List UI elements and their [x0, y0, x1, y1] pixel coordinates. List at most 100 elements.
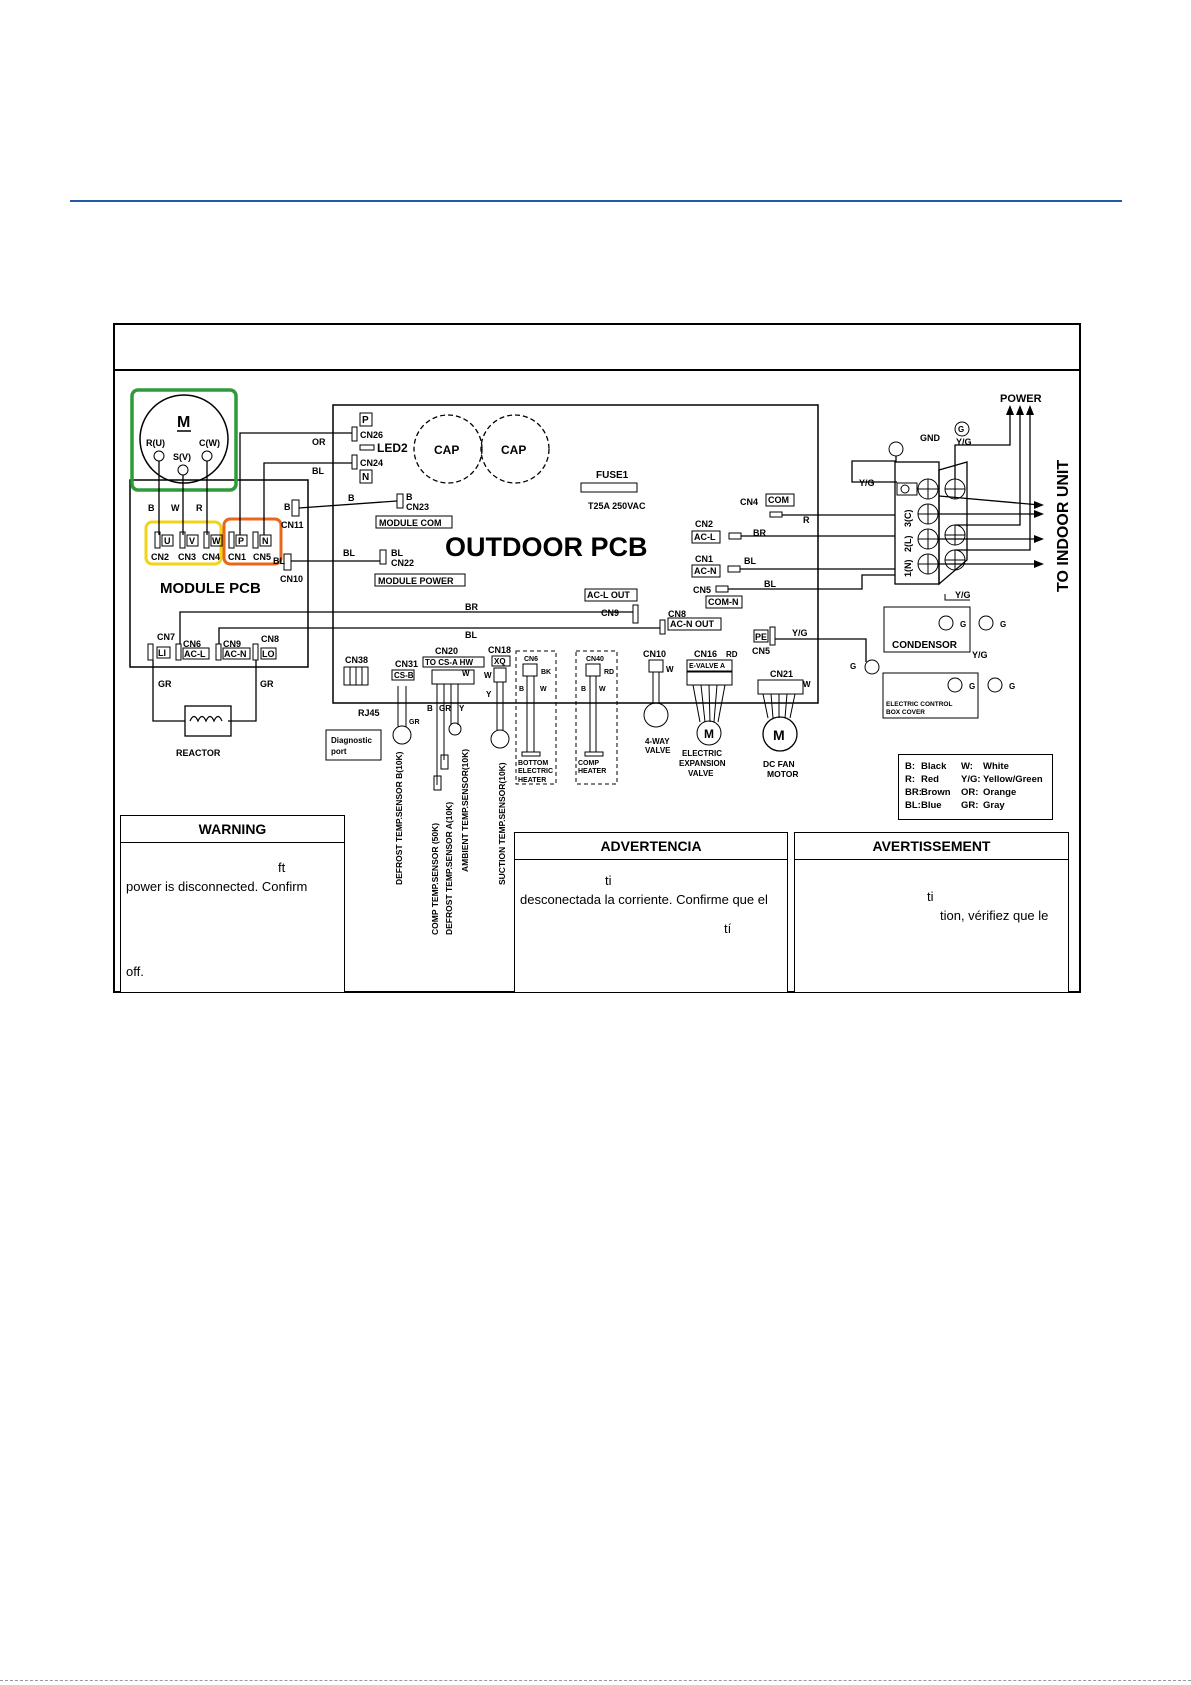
svg-text:W: W: [462, 669, 470, 678]
svg-text:Y: Y: [486, 690, 492, 699]
reactor: [184, 705, 232, 737]
warning-en-line2: power is disconnected. Confirm: [126, 879, 308, 894]
svg-text:G: G: [969, 682, 975, 691]
svg-text:B: B: [406, 492, 413, 502]
svg-text:2(L): 2(L): [903, 536, 913, 553]
power-label: POWER: [1000, 393, 1042, 405]
svg-text:Y/G: Y/G: [859, 478, 875, 488]
svg-text:BL: BL: [744, 556, 756, 566]
svg-text:BL: BL: [343, 548, 355, 558]
svg-text:3(C): 3(C): [903, 509, 913, 527]
ac-n-label: AC-N: [694, 566, 717, 576]
warning-fr-line1: ti: [927, 889, 934, 904]
svg-text:GR: GR: [158, 679, 172, 689]
cap-1-label: CAP: [434, 443, 459, 457]
svg-text:CN5: CN5: [752, 646, 770, 656]
svg-text:W: W: [212, 536, 221, 546]
svg-text:Y/G: Y/G: [956, 437, 972, 447]
svg-text:B: B: [519, 686, 524, 693]
svg-text:HEATER: HEATER: [578, 768, 606, 775]
svg-text:Y/G: Y/G: [792, 628, 808, 638]
svg-text:EXPANSION: EXPANSION: [679, 759, 726, 768]
svg-text:U: U: [164, 536, 171, 546]
svg-text:BL: BL: [764, 579, 776, 589]
ac-l-out-label: AC-L OUT: [587, 590, 630, 600]
cn26-label: CN26: [360, 430, 383, 440]
svg-text:BK: BK: [541, 669, 551, 676]
svg-text:Y: Y: [459, 704, 465, 713]
svg-text:CN5: CN5: [253, 552, 271, 562]
svg-text:CN6: CN6: [524, 656, 538, 663]
warning-fr-line2: tion, vérifiez que le: [940, 908, 1049, 923]
warning-es-title: ADVERTENCIA: [515, 833, 787, 860]
p-label: P: [362, 415, 369, 426]
to-indoor-unit-label: TO INDOOR UNIT: [1055, 460, 1072, 592]
svg-text:N: N: [262, 536, 269, 546]
warning-fr: AVERTISSEMENT ti tion, vérifiez que le: [794, 832, 1069, 993]
svg-text:PE: PE: [755, 632, 767, 642]
highlight-orange: [222, 517, 283, 566]
svg-text:ELECTRIC: ELECTRIC: [682, 749, 722, 758]
svg-text:CN16: CN16: [694, 649, 717, 659]
svg-text:W: W: [666, 665, 674, 674]
svg-text:CN40: CN40: [586, 656, 604, 663]
svg-text:M: M: [773, 727, 785, 743]
svg-text:BL: BL: [465, 630, 477, 640]
svg-text:B: B: [148, 503, 155, 513]
color-legend: B:Black W:White R:Red Y/G:Yellow/Green B…: [898, 754, 1053, 820]
svg-text:4-WAY: 4-WAY: [645, 737, 670, 746]
svg-text:Diagnostic: Diagnostic: [331, 736, 372, 745]
svg-text:CN38: CN38: [345, 655, 368, 665]
header-rule: [70, 200, 1122, 202]
svg-text:CN18: CN18: [488, 645, 511, 655]
warning-en-title: WARNING: [121, 816, 344, 843]
svg-text:W: W: [171, 503, 180, 513]
svg-text:RD: RD: [604, 669, 614, 676]
svg-text:B: B: [348, 493, 355, 503]
svg-text:G: G: [1009, 682, 1015, 691]
svg-text:G: G: [850, 662, 856, 671]
svg-text:AMBIENT TEMP.SENSOR(10K): AMBIENT TEMP.SENSOR(10K): [460, 749, 470, 872]
svg-text:BL: BL: [312, 466, 324, 476]
svg-text:ELECTRIC: ELECTRIC: [518, 768, 553, 775]
svg-text:LI: LI: [158, 648, 166, 658]
module-com-label: MODULE COM: [379, 518, 442, 528]
cn10-label: CN10: [280, 574, 303, 584]
warning-fr-title: AVERTISSEMENT: [795, 833, 1068, 860]
svg-text:1(N): 1(N): [903, 559, 913, 577]
led2-label: LED2: [377, 441, 408, 455]
ebox-cover: [882, 672, 979, 719]
page-bottom-edge: [0, 1680, 1191, 1681]
svg-text:V: V: [189, 536, 195, 546]
module-pcb-outline: [129, 479, 309, 668]
svg-text:CN21: CN21: [770, 669, 793, 679]
cn2-label: CN2: [695, 519, 713, 529]
cap-2-label: CAP: [501, 443, 526, 457]
svg-text:W: W: [540, 686, 547, 693]
warning-es-line1: ti: [605, 873, 612, 888]
condensor-label: CONDENSOR: [892, 640, 958, 651]
condensor-box: [883, 606, 971, 653]
svg-text:VALVE: VALVE: [645, 746, 671, 755]
svg-text:SUCTION TEMP.SENSOR(10K): SUCTION TEMP.SENSOR(10K): [497, 762, 507, 885]
ac-n-out-label: AC-N OUT: [670, 619, 714, 629]
warning-en: WARNING ft power is disconnected. Confir…: [120, 815, 345, 993]
svg-text:CN8: CN8: [261, 634, 279, 644]
svg-text:COMP TEMP.SENSOR (50K): COMP TEMP.SENSOR (50K): [430, 823, 440, 935]
svg-text:BOX COVER: BOX COVER: [886, 709, 925, 716]
module-power-label: MODULE POWER: [378, 576, 454, 586]
outdoor-pcb-label: OUTDOOR PCB: [445, 532, 648, 562]
svg-text:CN4: CN4: [202, 552, 220, 562]
svg-text:AC-N: AC-N: [224, 649, 247, 659]
svg-text:DEFROST TEMP.SENSOR A(10K): DEFROST TEMP.SENSOR A(10K): [444, 802, 454, 935]
svg-text:S(V): S(V): [173, 452, 191, 462]
com-label: COM: [768, 495, 789, 505]
svg-text:CS-B: CS-B: [394, 671, 414, 680]
cn9-label: CN9: [601, 608, 619, 618]
cn4-label: CN4: [740, 497, 758, 507]
ac-l-label: AC-L: [694, 532, 716, 542]
svg-text:B: B: [581, 686, 586, 693]
cn23-label: CN23: [406, 502, 429, 512]
svg-text:BR: BR: [465, 602, 478, 612]
fuse-rating-label: T25A 250VAC: [588, 501, 646, 511]
